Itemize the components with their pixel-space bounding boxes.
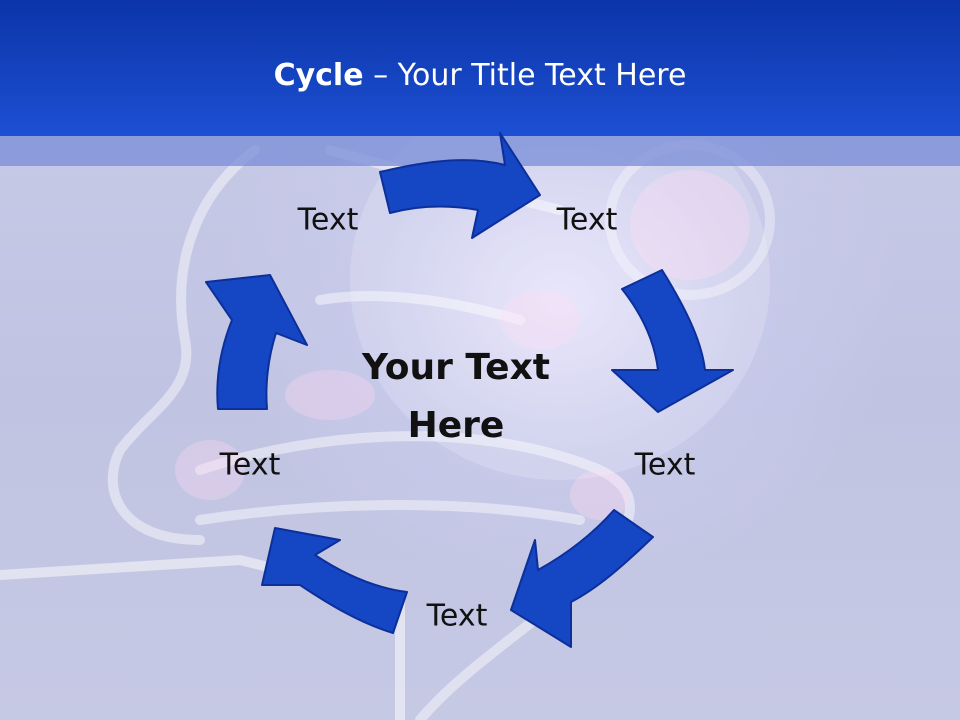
center-text-line2: Here [407,405,505,446]
curved-arrow [205,274,308,410]
curved-arrow [261,527,408,634]
cycle-label-top-left: Text [297,202,359,238]
cycle-label-left: Text [219,447,281,483]
center-text-line1: Your Text [361,347,551,388]
slide-title-rest: – Your Title Text Here [363,58,687,93]
curved-arrow [510,509,654,648]
curved-arrow [611,269,734,413]
curved-arrow [379,132,541,239]
center-text: Your Text Here [362,339,550,455]
cycle-label-right: Text [634,447,696,483]
slide-title: Cycle – Your Title Text Here [0,52,960,100]
slide-title-bold: Cycle [273,58,364,93]
cycle-label-bottom: Text [426,598,488,634]
cycle-label-top-right: Text [556,202,618,238]
title-bar [0,0,960,136]
